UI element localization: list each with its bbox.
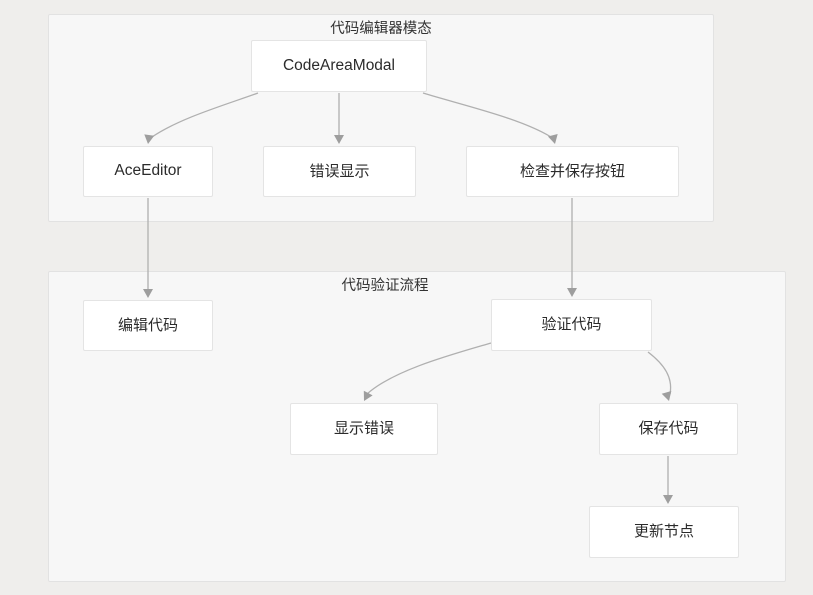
node-error-display[interactable]: 错误显示 [263,146,416,197]
node-update-node[interactable]: 更新节点 [589,506,739,558]
node-ace-editor[interactable]: AceEditor [83,146,213,197]
node-code-area-modal[interactable]: CodeAreaModal [251,40,427,92]
cluster-title-code-editor-modal: 代码编辑器模态 [330,21,432,37]
node-save-code[interactable]: 保存代码 [599,403,738,455]
node-show-error[interactable]: 显示错误 [290,403,438,455]
node-validate-code[interactable]: 验证代码 [491,299,652,351]
node-check-and-save-button[interactable]: 检查并保存按钮 [466,146,679,197]
node-edit-code[interactable]: 编辑代码 [83,300,213,351]
cluster-title-code-validation-flow: 代码验证流程 [341,278,429,294]
